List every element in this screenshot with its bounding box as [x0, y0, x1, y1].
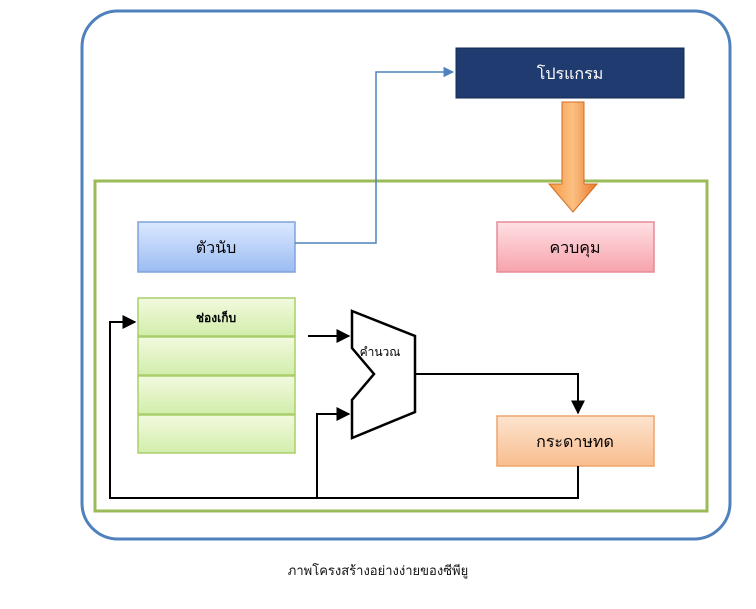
- scratchpad-to-register-feedback: [109, 315, 579, 499]
- counter-box: ตัวนับ: [137, 221, 296, 273]
- register-cell: [137, 297, 296, 337]
- register-cell: [137, 414, 296, 454]
- program-box: โปรแกรม: [455, 47, 685, 99]
- register-label: ช่องเก็บ: [196, 310, 236, 325]
- scratchpad-box: กระดาษทด: [496, 415, 655, 467]
- program-label: โปรแกรม: [537, 64, 603, 83]
- scratchpad-label: กระดาษทด: [536, 432, 614, 451]
- program-to-control-arrow: [547, 101, 599, 213]
- register-stack: ช่องเก็บ: [137, 297, 296, 454]
- alu-to-scratchpad-arrow: [415, 373, 585, 415]
- control-label: ควบคุม: [549, 238, 600, 258]
- control-box: ควบคุม: [496, 221, 655, 273]
- diagram-caption: ภาพโครงสร้างอย่างง่ายของซีพียู: [287, 564, 469, 579]
- alu-shape: คำนวณ: [350, 309, 417, 440]
- counter-to-program-line: [295, 66, 455, 244]
- counter-label: ตัวนับ: [196, 238, 236, 257]
- register-cell: [137, 375, 296, 415]
- register-cell: [137, 336, 296, 376]
- alu-label: คำนวณ: [360, 345, 401, 359]
- scratchpad-to-alu-feedback: [316, 407, 351, 498]
- cpu-frame: [93, 179, 709, 513]
